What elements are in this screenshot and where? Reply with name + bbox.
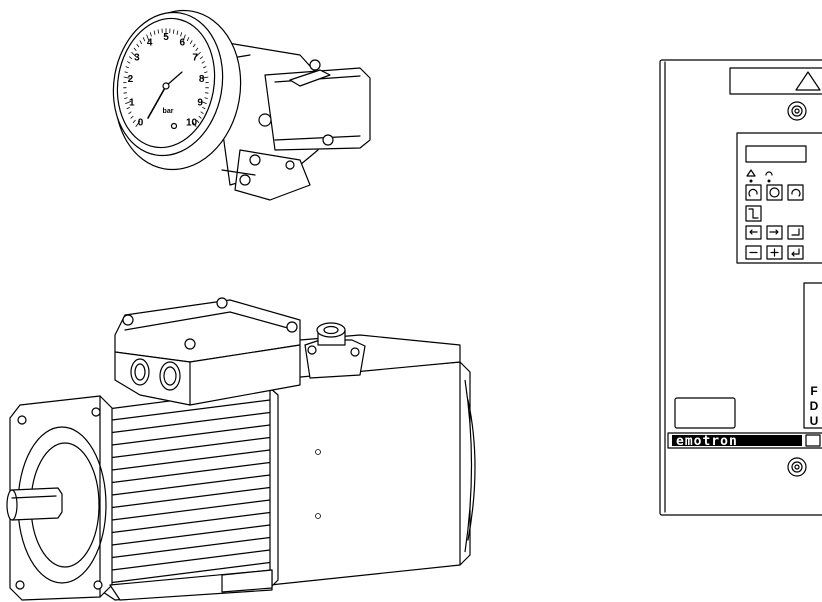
cable-gland-right — [159, 361, 181, 391]
screw-top-icon — [787, 101, 807, 121]
cable-gland-left — [130, 358, 150, 386]
gauge-number-8: 8 — [199, 74, 205, 85]
model-letter-d: D — [810, 399, 819, 413]
escape-button[interactable] — [787, 225, 804, 240]
model-label-strip — [803, 282, 822, 429]
gauge-number-4: 4 — [147, 37, 153, 48]
rotate-right-button[interactable] — [787, 184, 804, 201]
screw-bottom-icon — [787, 457, 807, 477]
gauge-number-10: 10 — [186, 117, 198, 128]
motor-rear-housing — [269, 361, 471, 586]
motor-terminal-box — [114, 297, 301, 406]
gauge-number-3: 3 — [134, 53, 140, 64]
motor-shaft — [11, 487, 63, 521]
brand-bar — [672, 435, 802, 446]
led-run-icon — [765, 171, 773, 176]
enter-button[interactable] — [787, 245, 804, 260]
motor-cooling-fins — [111, 399, 271, 584]
model-letter-f: F — [810, 384, 817, 398]
gauge-number-5: 5 — [163, 32, 169, 43]
gauge-number-9: 9 — [197, 98, 203, 109]
gauge-number-2: 2 — [128, 74, 134, 85]
model-letter-u: U — [810, 414, 819, 428]
gauge-number-0: 0 — [138, 117, 144, 128]
gauge-needle-hub — [162, 82, 170, 90]
panel-display[interactable] — [745, 145, 807, 163]
gauge-zero-pin — [170, 122, 178, 130]
gauge-tick-marks — [123, 28, 209, 128]
led-warning-icon — [746, 169, 756, 177]
stop-reset-button[interactable] — [766, 184, 783, 201]
brand-logo: emotron — [676, 434, 738, 449]
gauge-number-7: 7 — [192, 53, 198, 64]
gauge-dial-face — [116, 17, 216, 149]
frequency-drive-unit: F D U emotron — [659, 59, 822, 516]
electric-motor — [6, 297, 476, 601]
gauge-unit-label: bar — [163, 108, 174, 115]
gauge-number-6: 6 — [180, 37, 186, 48]
gauge-needle — [147, 85, 167, 119]
motor-encoder-connector — [304, 322, 366, 379]
gauge-number-1: 1 — [129, 98, 135, 109]
rotate-left-button[interactable] — [745, 184, 762, 201]
nameplate — [674, 397, 736, 429]
warning-triangle-icon — [795, 71, 821, 91]
